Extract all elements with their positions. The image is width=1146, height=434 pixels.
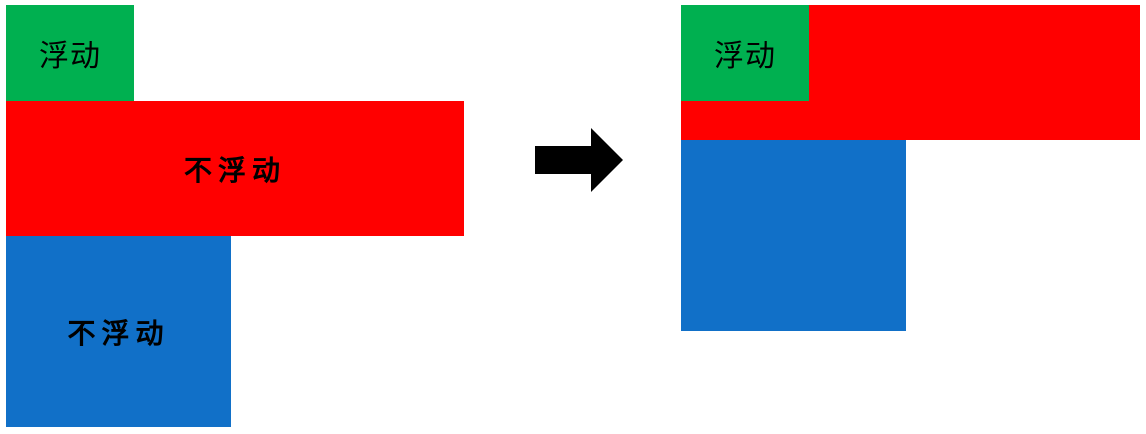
before-non-float-box-2: 不浮动	[6, 236, 231, 427]
before-non-float-label-2: 不浮动	[67, 316, 170, 350]
after-float-box: 浮动	[681, 5, 809, 101]
right-arrow-icon	[535, 128, 623, 192]
after-float-label: 浮动	[714, 39, 776, 74]
before-float-label: 浮动	[39, 39, 101, 74]
before-non-float-label-1: 不浮动	[183, 153, 286, 187]
arrow-shape	[535, 128, 623, 192]
after-non-float-box-2	[681, 140, 906, 331]
before-float-box: 浮动	[6, 5, 134, 101]
before-non-float-box-1: 不浮动	[6, 101, 464, 236]
